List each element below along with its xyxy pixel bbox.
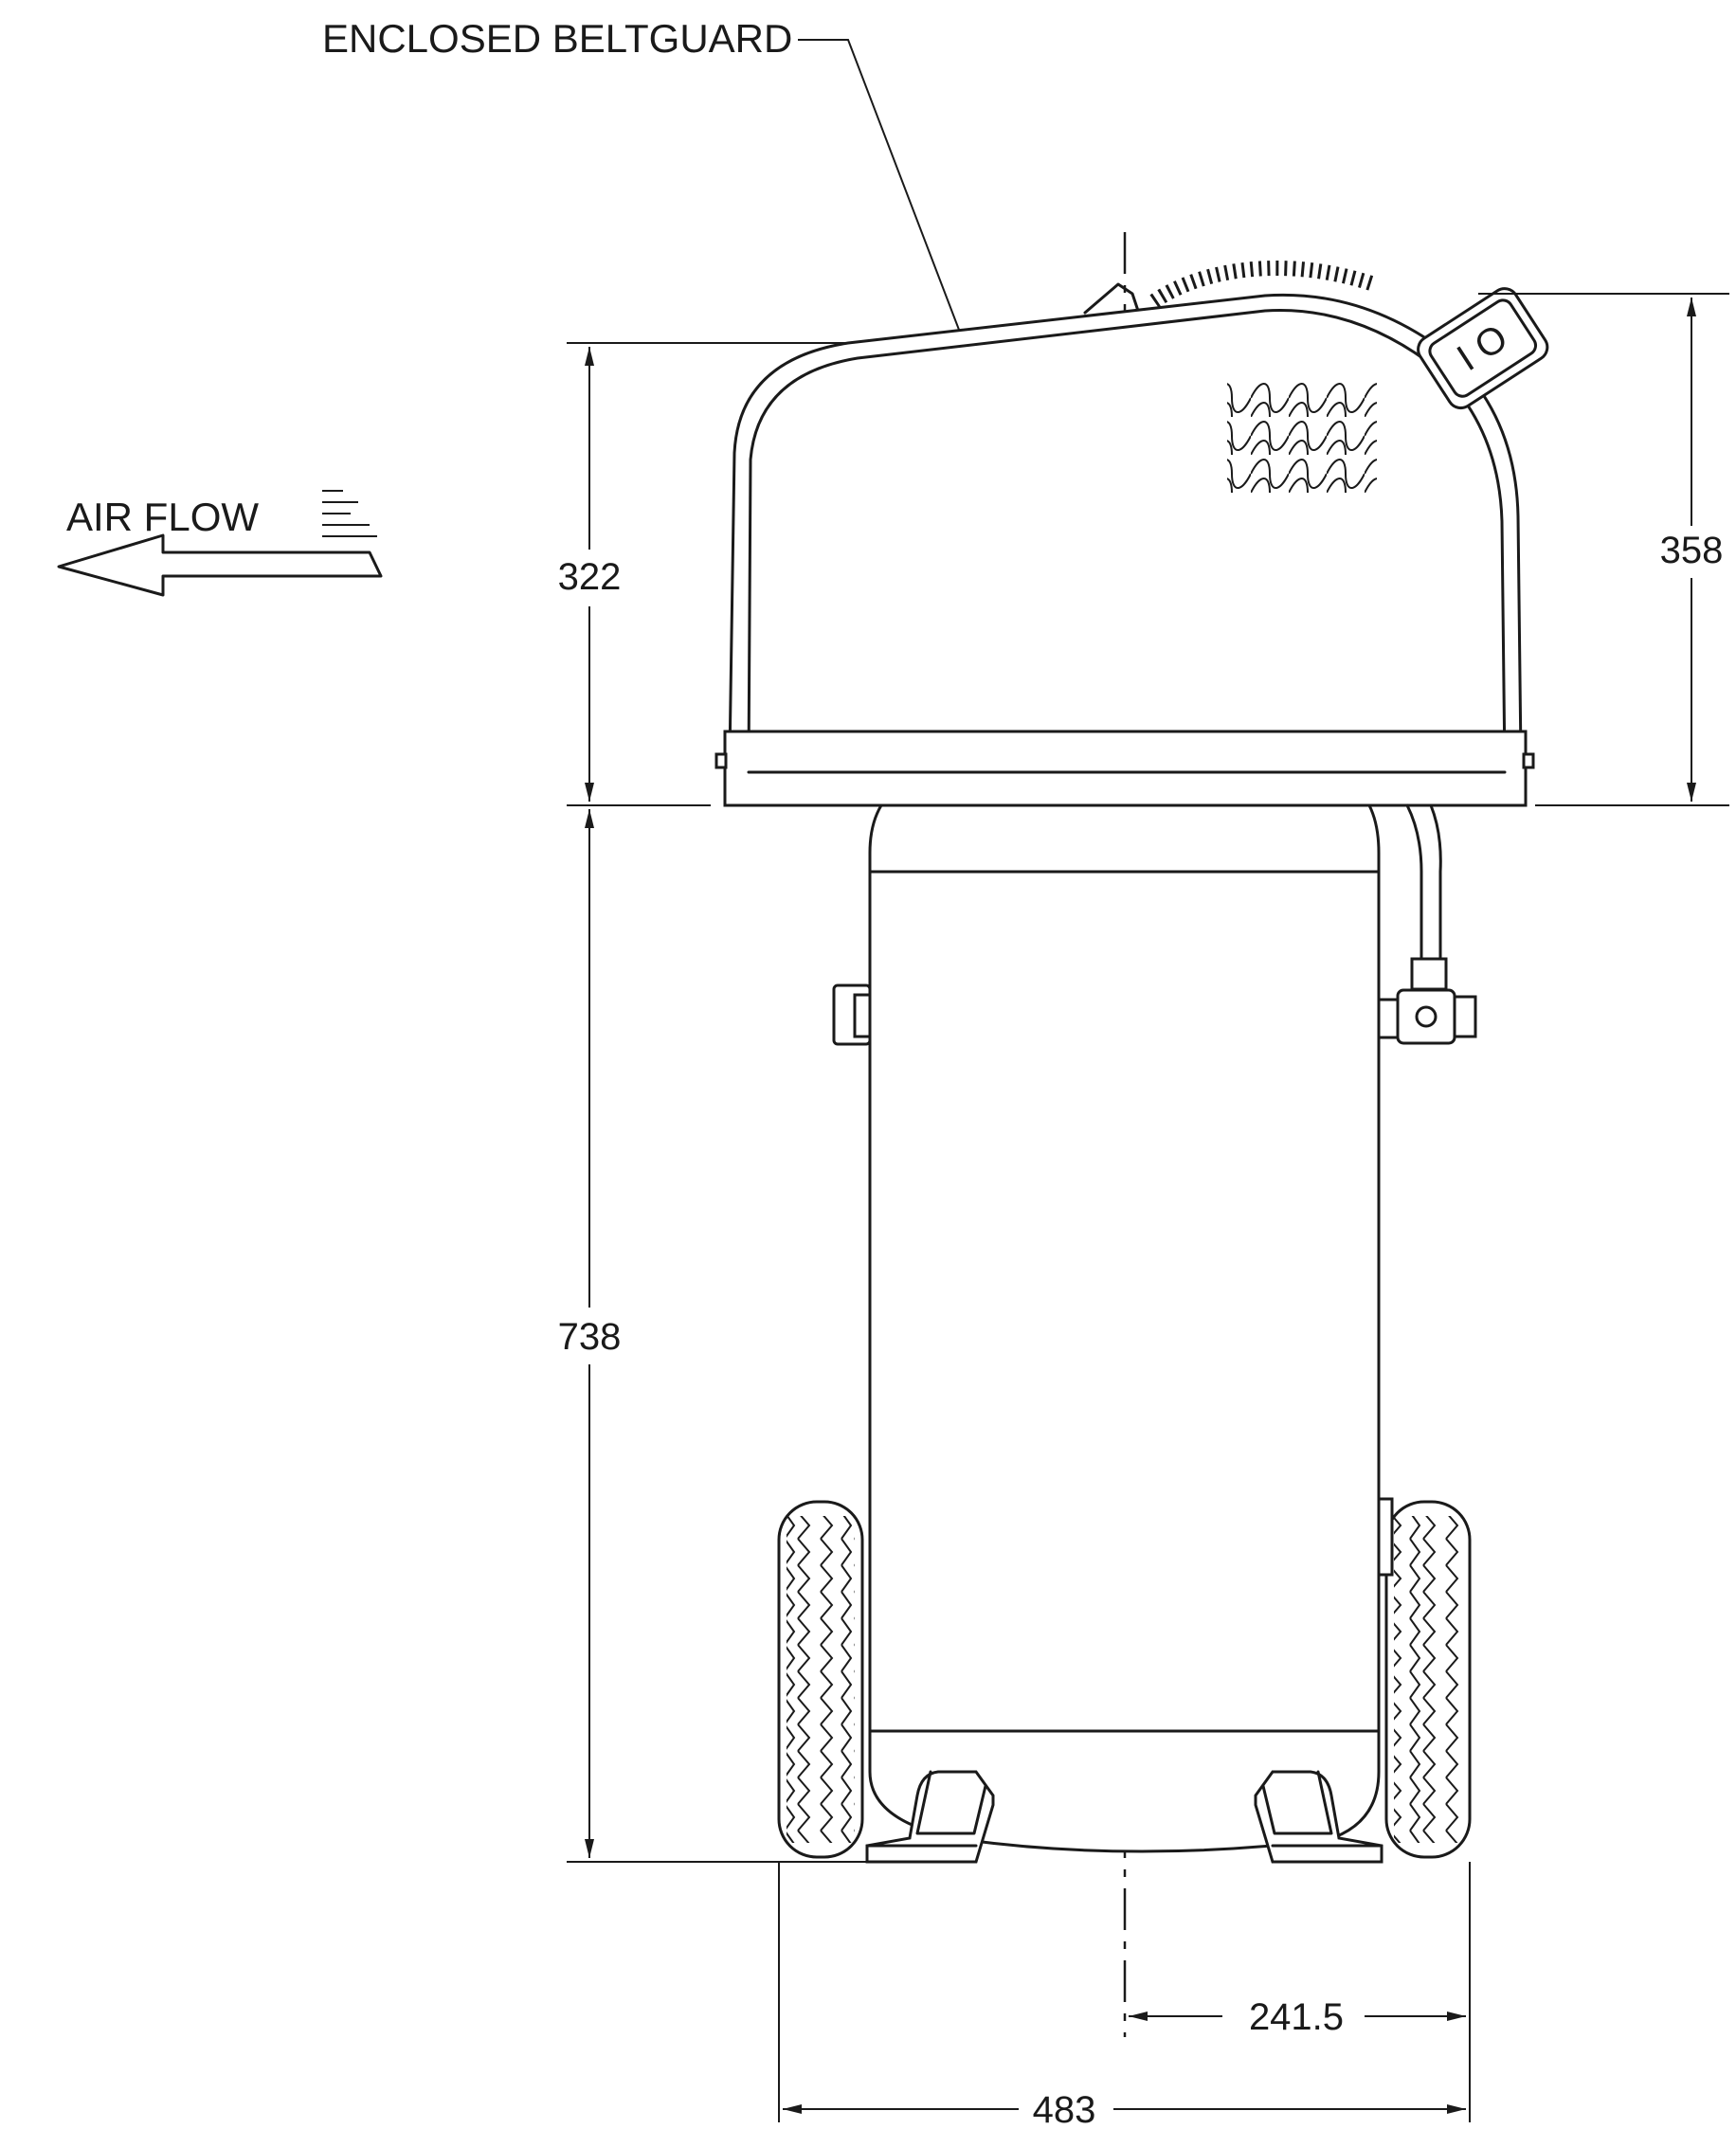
beltguard-inner-contour <box>747 309 1507 771</box>
power-switch: I O <box>1417 287 1549 410</box>
airflow-label: AIR FLOW <box>66 495 259 539</box>
tube-nut <box>1410 957 1448 991</box>
beltguard-base <box>723 730 1528 807</box>
check-valve-port <box>1415 1005 1438 1028</box>
check-valve-body <box>1377 998 1400 1039</box>
vent-grille <box>1227 381 1377 496</box>
dim-half-width: 241.5 <box>1129 1996 1466 2038</box>
dim-overall-width: 483 <box>783 2089 1466 2129</box>
beltguard-callout-label: ENCLOSED BELTGUARD <box>322 16 792 61</box>
wheel-right <box>1384 1500 1472 1859</box>
dim-overall-width-value: 483 <box>1033 2089 1096 2129</box>
discharge-tube-outer <box>1429 803 1442 964</box>
pump-fitting-left <box>1083 282 1144 324</box>
base-bolt-right <box>1522 752 1535 769</box>
foot-left <box>865 1770 995 1864</box>
dim-tank-height-value: 738 <box>558 1316 622 1358</box>
beltguard-shell <box>728 293 1523 760</box>
callout-leader-line <box>798 39 960 331</box>
airflow-lines-icon <box>322 490 377 537</box>
check-valve-cap <box>1453 995 1477 1038</box>
airflow-arrow-icon <box>57 533 383 597</box>
hose-coil <box>1149 261 1377 308</box>
base-bolt-left <box>714 752 728 769</box>
axle-bracket <box>1377 1497 1394 1577</box>
tank-body <box>868 803 1381 1853</box>
extension-lines <box>567 293 1729 2122</box>
dim-beltguard-height: 322 <box>558 347 622 802</box>
air-tank <box>832 803 1477 1853</box>
discharge-tube <box>1405 803 1423 964</box>
wheel-left <box>777 1500 864 1859</box>
beltguard: I O <box>714 261 1549 807</box>
airflow-indicator: AIR FLOW <box>57 490 383 597</box>
dim-beltguard-height-value: 322 <box>558 556 622 598</box>
check-valve <box>1396 988 1456 1045</box>
dim-half-width-value: 241.5 <box>1249 1996 1344 2038</box>
dim-tank-height: 738 <box>558 809 622 1858</box>
foot-right <box>1254 1770 1383 1864</box>
dim-overall-top-height: 358 <box>1660 298 1724 802</box>
dim-overall-top-height-value: 358 <box>1660 530 1724 571</box>
beltguard-callout: ENCLOSED BELTGUARD <box>322 16 960 331</box>
tank-plug-left-hex <box>853 993 872 1038</box>
